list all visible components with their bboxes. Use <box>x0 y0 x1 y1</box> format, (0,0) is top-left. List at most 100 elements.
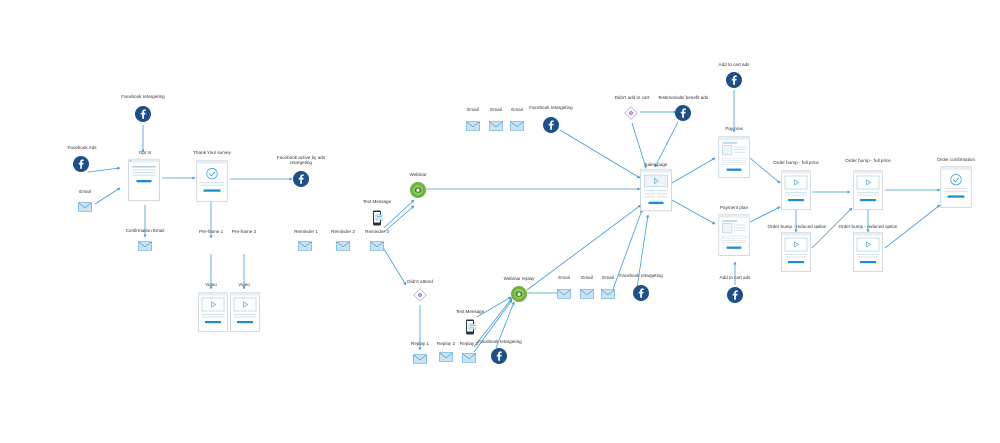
order-bump-reduced-page-2 <box>853 232 883 272</box>
label-email: Email <box>602 275 614 280</box>
edge <box>654 121 679 168</box>
label-reminder-3: Reminder 3 <box>365 229 389 234</box>
label-opt-in: Opt In <box>138 150 152 155</box>
edge <box>87 166 121 173</box>
video-page-2 <box>230 292 260 332</box>
edge <box>383 248 407 286</box>
email-icon <box>439 352 453 362</box>
facebook-icon <box>727 287 743 303</box>
edge <box>611 209 643 293</box>
label-webinar-replay: Webinar replay <box>503 276 535 281</box>
email-icon <box>413 354 427 364</box>
edge <box>383 199 415 229</box>
email-icon <box>601 289 615 299</box>
label-order-bump-reduced: Order bump - reduced option <box>767 224 827 229</box>
email-icon <box>462 353 476 363</box>
edge <box>559 129 641 179</box>
edge <box>749 206 781 223</box>
email-icon <box>466 121 480 131</box>
label-order-confirmation: Order confirmation <box>936 157 976 162</box>
opt-in-page <box>128 158 160 202</box>
label-sales-page: Sales page <box>644 162 668 167</box>
label-email: Email <box>490 107 502 112</box>
label-replay-3: Replay 3 <box>459 341 479 346</box>
label-reminder-1: Reminder 1 <box>294 229 318 234</box>
label-video-1: Video <box>205 282 217 287</box>
label-text-message: Text Message <box>362 199 392 204</box>
label-didnt-add-to-cart: Didn't add to cart <box>614 95 650 100</box>
label-replay-1: Replay 1 <box>410 341 430 346</box>
facebook-icon <box>73 156 89 172</box>
facebook-icon <box>726 72 742 88</box>
label-confirmation-email: Confirmation Email <box>125 228 165 233</box>
connectors <box>87 90 941 353</box>
email-icon <box>298 241 312 251</box>
label-pre-frame-1: Pre-frame 1 <box>198 229 224 234</box>
email-icon <box>510 121 524 131</box>
email-icon <box>557 289 571 299</box>
edge <box>495 301 515 349</box>
order-confirmation-page <box>940 166 972 208</box>
decision-icon <box>624 106 638 120</box>
label-add-to-cart-ads: Add to cart ads <box>718 62 750 67</box>
edge <box>749 157 781 184</box>
label-fb-active-ads: Facebook active by ads retargeting <box>276 155 326 165</box>
facebook-icon <box>293 171 309 187</box>
label-webinar: Webinar <box>409 172 427 177</box>
edge <box>671 157 716 184</box>
facebook-icon <box>135 106 151 122</box>
decision-icon <box>413 288 427 302</box>
order-bump-reduced-page-1 <box>781 232 811 272</box>
label-pre-frame-2: Pre-frame 2 <box>231 229 257 234</box>
label-email: Email <box>511 107 523 112</box>
facebook-icon <box>675 105 691 121</box>
facebook-icon <box>491 348 507 364</box>
text-message-icon <box>372 210 383 226</box>
sales-page <box>640 168 672 212</box>
label-email: Email <box>581 275 593 280</box>
label-pay-now: Pay now <box>725 126 743 131</box>
webinar-icon <box>410 182 426 198</box>
order-bump-full-page-1 <box>781 170 811 210</box>
label-fb-retargeting: Facebook retargeting <box>619 273 663 278</box>
email-icon <box>78 202 92 212</box>
email-icon <box>370 241 384 251</box>
edge <box>671 199 716 225</box>
label-text-message: Text Message <box>455 309 485 314</box>
edge <box>526 204 642 291</box>
order-bump-full-page-2 <box>853 170 883 210</box>
webinar-icon <box>511 286 527 302</box>
edge <box>383 205 415 233</box>
payment-plan-page <box>718 214 750 256</box>
label-payment-plan: Payment plan <box>719 205 749 210</box>
edge <box>884 204 941 249</box>
label-fb-retargeting: Facebook retargeting <box>529 105 573 110</box>
pay-now-page <box>718 136 750 178</box>
video-page-1 <box>198 292 228 332</box>
label-fb-retargeting: Facebook retargeting <box>121 94 165 99</box>
label-order-bump-full: Order bump - full price <box>845 158 891 163</box>
email-icon <box>138 241 152 251</box>
label-email: Email <box>558 275 570 280</box>
facebook-icon <box>633 285 649 301</box>
edge <box>631 122 647 169</box>
label-order-bump-reduced: Order bump - reduced option <box>838 224 898 229</box>
label-add-to-cart-ads: Add to cart ads <box>719 275 751 280</box>
edge <box>636 214 650 289</box>
text-message-icon <box>465 319 476 335</box>
edge <box>811 207 853 249</box>
thank-you-page <box>196 160 228 202</box>
edge <box>94 187 121 205</box>
edge <box>473 297 513 348</box>
label-facebook-ads: Facebook Ads <box>67 145 97 150</box>
label-email: Email <box>467 107 479 112</box>
label-thank-you-survey: Thank You/ survey <box>193 150 231 155</box>
edge <box>473 299 513 353</box>
label-replay-2: Replay 2 <box>436 341 456 346</box>
email-icon <box>580 289 594 299</box>
label-order-bump-full: Order bump - full price <box>773 160 819 165</box>
edge <box>476 296 512 318</box>
label-email: Email <box>79 189 91 194</box>
email-icon <box>489 121 503 131</box>
